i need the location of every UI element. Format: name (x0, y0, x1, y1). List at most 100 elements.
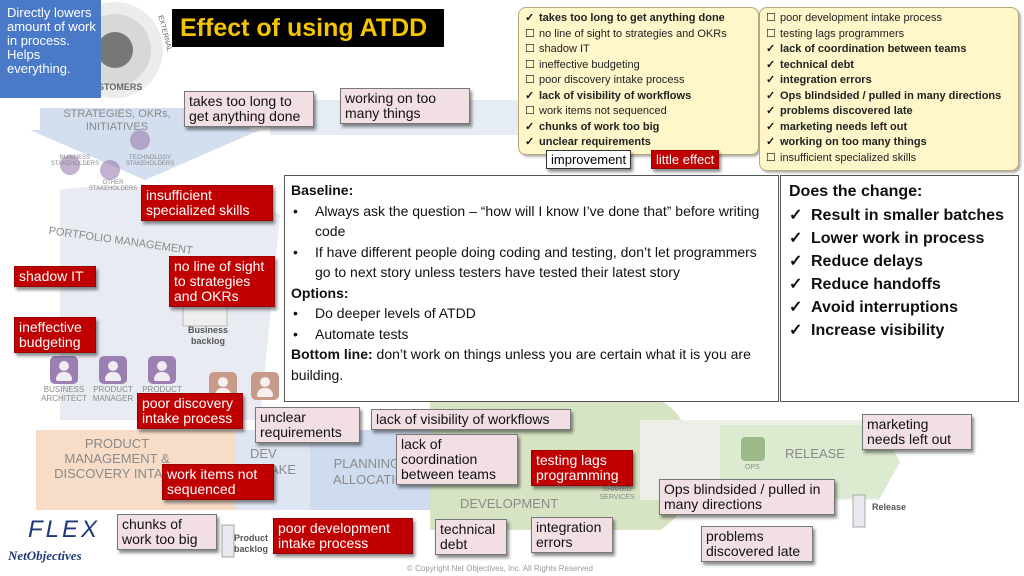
change-item-4: ✓Reduce handoffs (789, 273, 1010, 296)
bottom-line-label: Bottom line: (291, 346, 373, 362)
checklist-left-item: ☐ineffective budgeting (525, 58, 752, 74)
change-item-3: ✓Reduce delays (789, 250, 1010, 273)
checklist-right-item: ✓ integration errors (766, 73, 1012, 89)
product-backlog-label: Product backlog (234, 533, 269, 554)
option-1-text: Do deeper levels of ATDD (315, 305, 476, 321)
flex-logo: FLEX (28, 516, 101, 543)
checkbox-icon: ☐ (766, 12, 776, 24)
checkmark-icon: ✓ (766, 89, 776, 102)
note-lack-visibility: lack of visibility of workflows (371, 409, 571, 430)
checklist-left-item: ✓chunks of work too big (525, 120, 752, 136)
note-ops-blindsided: Ops blindsided / pulled in many directio… (659, 479, 835, 515)
checklist-right-item: ✓ problems discovered late (766, 104, 1012, 120)
baseline-bullet-2-text: If have different people doing coding an… (315, 243, 757, 281)
note-unclear-requirements: unclear requirements (255, 407, 360, 443)
development-label: DEVELOPMENT (460, 496, 559, 511)
business-stakeholders-label: BUSINESS STAKEHOLDERS (50, 155, 100, 167)
legend-little-effect: little effect (651, 150, 720, 169)
checklist-left-item-text: poor discovery intake process (539, 74, 685, 86)
corner-note: Directly lowers amount of work in proces… (0, 0, 101, 98)
product-icon (148, 356, 176, 384)
change-item-6-text: Increase visibility (811, 322, 945, 339)
checklist-right-item-text: testing lags programmers (780, 27, 905, 40)
note-problems-late: problems discovered late (701, 526, 813, 562)
checklist-right-item: ✓working on too many things (766, 135, 1012, 151)
baseline-heading: Baseline: (291, 182, 354, 198)
option-2: •Automate tests (291, 324, 772, 345)
change-item-1-text: Result in smaller batches (811, 207, 1004, 224)
note-chunks-of-work: chunks of work too big (117, 514, 217, 550)
checkmark-icon: ✓ (766, 74, 776, 86)
checklist-right-item-text: Ops blindsided / pulled in many directio… (780, 89, 1002, 102)
checklist-right-item-text: poor development intake process (780, 12, 943, 24)
baseline-bullet-1-text: Always ask the question – “how will I kn… (315, 202, 760, 240)
checkmark-icon: ✓ (525, 136, 535, 148)
note-marketing-left-out: marketing needs left out (862, 414, 972, 450)
business-backlog-label: Business backlog (187, 325, 229, 346)
customers-label: CUSTOMERS (85, 82, 143, 92)
checklist-right-item-text: working on too many things (780, 136, 927, 148)
copyright-text: © Copyright Net Objectives, Inc. All Rig… (407, 564, 593, 573)
checkmark-icon: ✓ (525, 12, 535, 24)
checklist-left-item-text: shadow IT (539, 43, 590, 55)
checklist-right-item: ✓marketing needs left out (766, 120, 1012, 136)
checklist-left-item-text: unclear requirements (539, 136, 651, 148)
product-management-label: PRODUCT MANAGEMENT & DISCOVERY INTAKE (54, 436, 180, 481)
checklist-right-item: ☐ testing lags programmers (766, 27, 1012, 43)
checklist-right-item: ☐ poor development intake process (766, 11, 1012, 27)
change-item-5: ✓Avoid interruptions (789, 296, 1010, 319)
note-poor-development: poor development intake process (273, 518, 413, 554)
change-item-3-text: Reduce delays (811, 253, 924, 270)
baseline-bullet-1: •Always ask the question – “how will I k… (291, 201, 772, 242)
checklist-left-item-text: no line of sight to strategies and OKRs (539, 27, 727, 40)
checkbox-icon: ☐ (525, 27, 535, 40)
checklist-left-item-text: takes too long to get anything done (539, 12, 725, 24)
options-heading: Options: (291, 284, 349, 301)
team-member-icon-2 (251, 372, 279, 400)
change-item-6: ✓Increase visibility (789, 319, 1010, 342)
release-stage-label: RELEASE (785, 446, 845, 461)
product-manager-label: PRODUCT MANAGER (92, 385, 134, 403)
baseline-box: Baseline: •Always ask the question – “ho… (284, 175, 779, 402)
shared-services-label: SHARED SERVICES (599, 486, 635, 501)
checklist-right-item: ✓lack of coordination between teams (766, 42, 1012, 58)
change-item-5-text: Avoid interruptions (811, 299, 958, 316)
product-short-label: PRODUCT (142, 385, 182, 394)
note-takes-too-long: takes too long to get anything done (184, 91, 314, 127)
legend-little-effect-label: little effect (656, 152, 715, 167)
checkbox-icon: ☐ (525, 74, 535, 86)
checklist-left-item-text: chunks of work too big (539, 120, 660, 133)
checklist-left-item-text: lack of visibility of workflows (539, 89, 692, 102)
checkbox-icon: ☐ (525, 105, 535, 117)
release-label: Release (872, 502, 907, 512)
note-testing-lags: testing lags programming (531, 450, 633, 486)
checkmark-icon: ✓ (766, 105, 776, 117)
checkmark-icon: ✓ (766, 120, 776, 133)
checklist-right-item: ✓ Ops blindsided / pulled in many directi… (766, 89, 1012, 105)
checklist-left-item: ✓lack of visibility of workflows (525, 89, 752, 105)
checklist-left-item: ☐ shadow IT (525, 42, 752, 58)
note-shadow-it: shadow IT (14, 266, 96, 287)
bottom-line-text: don’t work on things unless you are cert… (291, 346, 751, 383)
note-technical-debt: technical debt (435, 519, 507, 555)
checkbox-icon: ☐ (525, 58, 535, 71)
checkmark-icon: ✓ (766, 43, 776, 55)
checklist-right-item-text: problems discovered late (780, 105, 913, 117)
note-lack-coordination: lack of coordination between teams (396, 434, 518, 485)
checklist-left-item: ✓ unclear requirements (525, 135, 752, 151)
option-2-text: Automate tests (315, 325, 409, 342)
checkbox-icon: ☐ (525, 43, 535, 55)
ops-label: OPS (745, 464, 760, 471)
checkbox-icon: ☐ (766, 27, 776, 40)
checklist-right-item-text: technical debt (780, 58, 854, 71)
note-insufficient-skills: insufficient specialized skills (141, 185, 273, 221)
note-integration-errors: integration errors (531, 517, 613, 553)
change-heading: Does the change: (789, 183, 923, 200)
note-work-items-not-sequenced: work items not sequenced (162, 464, 274, 500)
business-architect-label: BUSINESS ARCHITECT (41, 385, 87, 403)
change-box: Does the change: ✓Result in smaller batc… (780, 175, 1019, 402)
legend-improvement-label: improvement (551, 152, 627, 167)
strategies-label: STRATEGIES, OKRs, INITIATIVES (63, 108, 171, 133)
checklist-right-item-text: integration errors (780, 74, 872, 86)
